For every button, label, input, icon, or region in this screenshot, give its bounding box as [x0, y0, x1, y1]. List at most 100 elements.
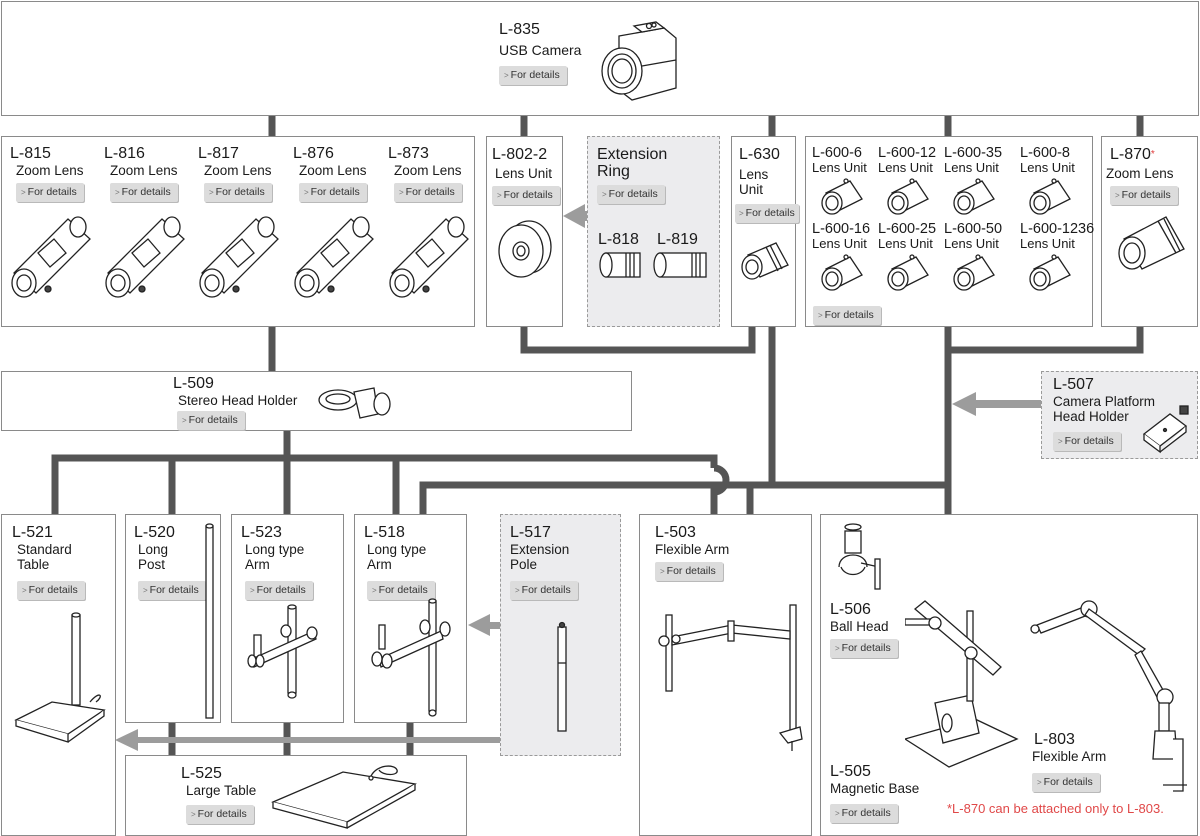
chevron-right-icon: > — [250, 586, 255, 595]
chevron-right-icon: > — [602, 190, 607, 199]
product-code: L-816 — [104, 145, 145, 162]
product-code: L-630 — [739, 146, 780, 163]
lens-unit-image — [887, 254, 929, 291]
l802-lens-unit-box: L-802-2 Lens Unit >For details — [486, 136, 563, 327]
l521-standard-table-box: L-521 Standard Table >For details — [1, 514, 116, 836]
chevron-right-icon: > — [835, 809, 840, 818]
product-name: Zoom Lens — [110, 163, 178, 178]
product-name: Zoom Lens — [16, 163, 84, 178]
lens-unit-image — [498, 220, 552, 278]
for-details-button[interactable]: >For details — [394, 183, 462, 202]
product-code: L-802-2 — [492, 146, 548, 163]
product-name: Lens Unit — [878, 236, 933, 251]
for-details-button[interactable]: >For details — [813, 306, 881, 325]
product-code: L-509 — [173, 375, 214, 392]
product-name-line1: Extension — [510, 542, 570, 557]
for-details-button[interactable]: >For details — [186, 805, 254, 824]
for-details-button[interactable]: >For details — [655, 562, 723, 581]
for-details-button[interactable]: >For details — [1110, 186, 1178, 205]
l523-long-type-arm-box: L-523 Long type Arm >For details — [231, 514, 344, 723]
for-details-button[interactable]: >For details — [16, 183, 84, 202]
l630-lens-unit-box: L-630 Lens Unit >For details — [731, 136, 799, 327]
camera-platform-image — [1142, 405, 1189, 454]
product-code: L-505 — [830, 763, 871, 780]
chevron-right-icon: > — [660, 567, 665, 576]
chevron-right-icon: > — [209, 188, 214, 197]
product-name: Zoom Lens — [299, 163, 367, 178]
l517-extension-pole-box: L-517 Extension Pole >For details — [500, 514, 621, 756]
for-details-button[interactable]: >For details — [245, 581, 313, 600]
l870-zoom-lens-box: L-870* Zoom Lens >For details — [1101, 136, 1198, 327]
product-code: L-503 — [655, 524, 696, 541]
product-name: Lens Unit — [739, 167, 769, 197]
for-details-button[interactable]: >For details — [367, 581, 435, 600]
product-code: L-600-35 — [944, 145, 1003, 161]
for-details-button[interactable]: >For details — [1053, 432, 1121, 451]
zoom-lens-image — [105, 216, 185, 298]
product-name: Lens Unit — [878, 160, 933, 175]
product-code: L-600-6 — [812, 145, 862, 161]
product-name-line2: Arm — [367, 557, 392, 572]
chevron-right-icon: > — [1037, 778, 1042, 787]
product-code: L-521 — [12, 524, 53, 541]
l518-long-type-arm-box: L-518 Long type Arm >For details — [354, 514, 467, 723]
group-title: Extension Ring — [597, 146, 668, 180]
product-code: L-517 — [510, 524, 551, 541]
usb-camera-image — [601, 21, 677, 101]
for-details-button[interactable]: >For details — [1032, 773, 1100, 792]
for-details-button[interactable]: >For details — [510, 581, 578, 600]
chevron-right-icon: > — [504, 71, 509, 80]
stereo-head-holder-image — [318, 387, 391, 419]
product-name: Zoom Lens — [1106, 166, 1174, 181]
arrow-l517-lower-head — [115, 729, 138, 751]
footnote: *L-870 can be attached only to L-803. — [947, 801, 1164, 816]
product-name-line2: Pole — [510, 557, 538, 572]
product-code: L-835 — [499, 21, 540, 38]
product-code: L-507 — [1053, 376, 1094, 393]
product-name: Stereo Head Holder — [178, 393, 298, 408]
flexible-arm-image — [658, 604, 803, 751]
l600-series-box: >For details — [805, 136, 1093, 327]
zoom-lens-image — [11, 216, 91, 298]
product-name-line1: Camera Platform — [1053, 394, 1156, 409]
chevron-right-icon: > — [143, 586, 148, 595]
l525-large-table-box: L-525 Large Table >For details — [125, 755, 467, 836]
for-details-button[interactable]: >For details — [499, 66, 567, 85]
long-post-image — [205, 523, 214, 719]
for-details-button[interactable]: >For details — [830, 804, 898, 823]
chevron-right-icon: > — [182, 416, 187, 425]
l509-stereo-head-holder-box: L-509 Stereo Head Holder >For details — [1, 371, 632, 431]
wire-bus-hop — [710, 464, 730, 515]
product-code: L-600-25 — [878, 221, 937, 237]
arrow-l517-lower-shaft — [135, 737, 501, 743]
product-name-line1: Long type — [367, 542, 427, 557]
for-details-button[interactable]: >For details — [177, 411, 245, 430]
chevron-right-icon: > — [739, 209, 744, 218]
product-name-line2: Post — [138, 557, 166, 572]
for-details-button[interactable]: >For details — [110, 183, 178, 202]
for-details-button[interactable]: >For details — [138, 581, 206, 600]
lens-unit-image — [953, 178, 995, 215]
product-name: Ball Head — [830, 619, 889, 634]
for-details-button[interactable]: >For details — [299, 183, 367, 202]
wire-lower-bus — [419, 481, 952, 515]
for-details-button[interactable]: >For details — [735, 204, 799, 223]
product-code: L-876 — [293, 145, 334, 162]
lens-unit-image — [821, 254, 863, 291]
for-details-button[interactable]: >For details — [492, 186, 560, 205]
for-details-button[interactable]: >For details — [597, 185, 665, 204]
l503-flexible-arm-box: L-503 Flexible Arm >For details — [639, 514, 812, 836]
chevron-right-icon: > — [835, 644, 840, 653]
product-name-line2: Arm — [245, 557, 270, 572]
ball-head-image — [838, 523, 881, 590]
extension-ring-box: Extension Ring >For details L-818 L-819 — [587, 136, 720, 327]
for-details-button[interactable]: >For details — [204, 183, 272, 202]
for-details-button[interactable]: >For details — [830, 639, 898, 658]
for-details-button[interactable]: >For details — [17, 581, 85, 600]
